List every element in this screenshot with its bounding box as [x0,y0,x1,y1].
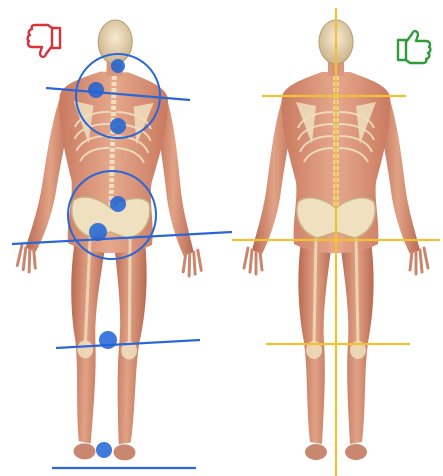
aligned-figure [232,8,440,476]
marker-left-hip [89,223,107,241]
marker-lower-spine [110,196,126,212]
marker-left-knee [99,331,117,349]
marker-mid-back [110,118,126,134]
thumbs-down-icon [28,25,60,57]
thumbs-up-icon [398,31,430,63]
marker-left-foot [96,442,112,458]
left-body-illustration [12,18,207,463]
marker-left-shoulder [88,82,104,98]
marker-neck [111,59,125,73]
misaligned-figure [12,18,232,468]
